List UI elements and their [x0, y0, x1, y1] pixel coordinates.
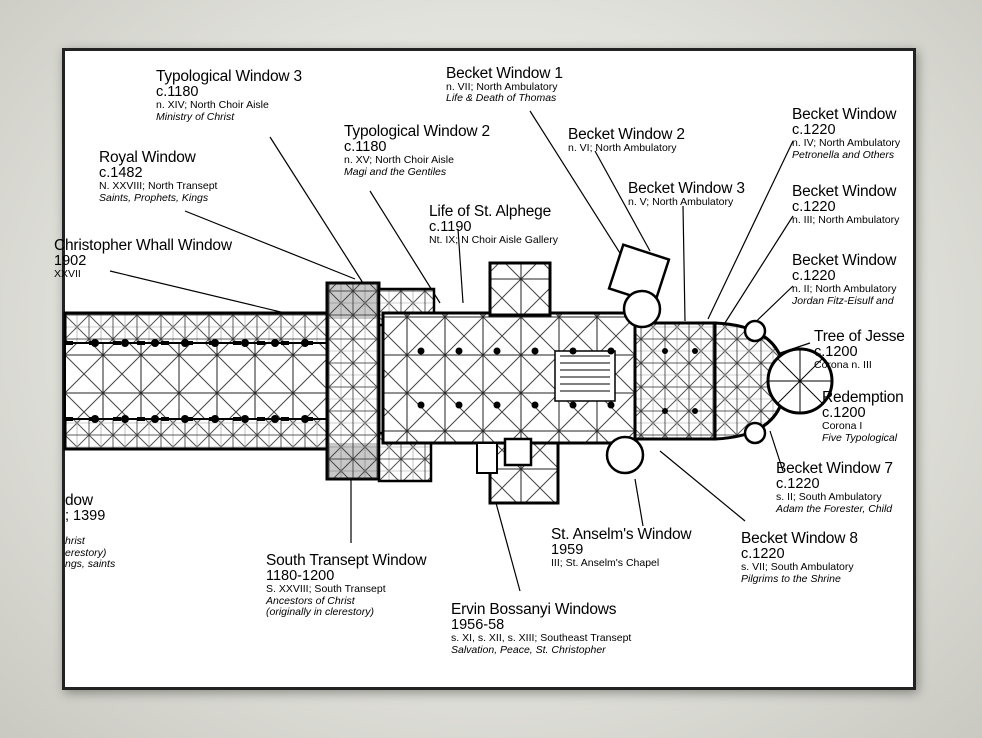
choir [381, 311, 637, 445]
title: Becket Window [792, 106, 897, 123]
date: c.1180 [344, 139, 387, 156]
location: n. III; North Ambulatory [792, 214, 900, 227]
title: Royal Window [99, 149, 196, 166]
subject-line-3: ngs, saints [65, 557, 116, 570]
slide: Typological Window 3 c.1180 n. XIV; Nort… [54, 48, 916, 690]
label-st-anselms-window: St. Anselm's Window 1959 III; St. Anselm… [551, 526, 692, 570]
nave [63, 311, 335, 451]
subject-line-2: erestory) [65, 546, 107, 559]
title: Becket Window [792, 252, 897, 269]
title: Becket Window 1 [446, 65, 563, 82]
title: dow [65, 492, 93, 509]
label-west-window-cropped: dow ; 1399 hrist erestory) ngs, saints [65, 492, 116, 570]
location: XXVII [54, 268, 81, 281]
label-becket-window-3: Becket Window 3 n. V; North Ambulatory [628, 180, 745, 209]
date: ; 1399 [65, 508, 106, 525]
subject: Jordan Fitz-Eisulf and [792, 294, 894, 307]
date: c.1200 [814, 344, 858, 361]
title: Becket Window 7 [776, 460, 893, 477]
title: Tree of Jesse [814, 328, 905, 345]
title: Becket Window 3 [628, 180, 745, 197]
subject: Life & Death of Thomas [446, 92, 557, 105]
date: c.1220 [792, 122, 836, 139]
date: 1902 [54, 253, 87, 270]
chapels [503, 243, 767, 475]
location: n. XIV; North Choir Aisle [156, 99, 269, 112]
location: n. V; North Ambulatory [628, 196, 734, 209]
date: 1180-1200 [266, 568, 335, 585]
title: Typological Window 3 [156, 68, 302, 85]
subject: Petronella and Others [792, 148, 895, 161]
location: S. XXVIII; South Transept [266, 583, 386, 596]
cathedral-floor-plan [63, 110, 834, 592]
label-south-transept-window: South Transept Window 1180-1200 S. XXVII… [266, 552, 427, 618]
location: Corona I [822, 420, 863, 433]
date: c.1180 [156, 84, 199, 101]
label-typological-window-2: Typological Window 2 c.1180 n. XV; North… [344, 123, 490, 178]
title: South Transept Window [266, 552, 427, 569]
location: III; St. Anselm's Chapel [551, 557, 660, 570]
label-becket-window-4: Becket Window c.1220 n. IV; North Ambula… [792, 106, 901, 161]
corona [766, 347, 834, 415]
subject-line-1: hrist [65, 535, 85, 548]
subject: Salvation, Peace, St. Christopher [451, 643, 606, 656]
title: Christopher Whall Window [54, 237, 232, 254]
location: s. VII; South Ambulatory [741, 561, 854, 574]
subject: Ancestors of Christ [266, 594, 355, 607]
date: c.1220 [792, 199, 836, 216]
title: Becket Window 8 [741, 530, 858, 547]
location: N. XXVIII; North Transept [99, 180, 218, 193]
subject-note: (originally in clerestory) [266, 605, 374, 618]
date: c.1220 [792, 268, 836, 285]
label-ervin-bossanyi-windows: Ervin Bossanyi Windows 1956-58 s. XI, s.… [451, 601, 632, 656]
piers [91, 339, 698, 423]
location: n. II; North Ambulatory [792, 283, 897, 296]
label-royal-window: Royal Window c.1482 N. XXVIII; North Tra… [99, 149, 218, 204]
location: n. XV; North Choir Aisle [344, 154, 454, 167]
label-becket-window-7: Becket Window 7 c.1220 s. II; South Ambu… [776, 460, 893, 515]
title: Ervin Bossanyi Windows [451, 601, 617, 618]
trinity-chapel [633, 321, 787, 441]
title: Life of St. Alphege [429, 203, 552, 220]
label-tree-of-jesse: Tree of Jesse c.1200 Corona n. III [814, 328, 905, 372]
date: c.1220 [741, 546, 785, 563]
eastern-transepts [476, 261, 560, 505]
label-life-of-st-alphege: Life of St. Alphege c.1190 Nt. IX; N Cho… [429, 203, 558, 247]
location: n. VI; North Ambulatory [568, 142, 677, 155]
label-becket-window-1: Becket Window 1 n. VII; North Ambulatory… [446, 65, 563, 105]
title: St. Anselm's Window [551, 526, 692, 543]
label-typological-window-3: Typological Window 3 c.1180 n. XIV; Nort… [156, 68, 302, 123]
location: n. IV; North Ambulatory [792, 137, 901, 150]
date: c.1190 [429, 219, 472, 236]
subject: Adam the Forester, Child [776, 502, 893, 515]
date: 1959 [551, 542, 584, 559]
date: c.1482 [99, 165, 143, 182]
label-becket-window-6: Becket Window c.1220 n. II; North Ambula… [792, 252, 897, 307]
title: Typological Window 2 [344, 123, 490, 140]
subject: Pilgrims to the Shrine [741, 572, 841, 585]
subject: Ministry of Christ [156, 110, 235, 123]
label-becket-window-8: Becket Window 8 c.1220 s. VII; South Amb… [741, 530, 858, 585]
label-redemption: Redemption c.1200 Corona I Five Typologi… [822, 389, 904, 444]
date: 1956-58 [451, 617, 505, 634]
subject: Five Typological [822, 431, 898, 444]
label-becket-window-2: Becket Window 2 n. VI; North Ambulatory [568, 126, 685, 155]
title: Becket Window 2 [568, 126, 685, 143]
date: c.1220 [776, 476, 820, 493]
date: c.1200 [822, 405, 866, 422]
location: Corona n. III [814, 359, 872, 372]
subject: Saints, Prophets, Kings [99, 191, 209, 204]
label-christopher-whall-window: Christopher Whall Window 1902 XXVII [54, 237, 232, 281]
label-becket-window-5: Becket Window c.1220 n. III; North Ambul… [792, 183, 900, 227]
location: n. VII; North Ambulatory [446, 81, 558, 94]
title: Becket Window [792, 183, 897, 200]
subject: Magi and the Gentiles [344, 165, 447, 178]
location: Nt. IX; N Choir Aisle Gallery [429, 234, 558, 247]
location: s. XI, s. XII, s. XIII; Southeast Transe… [451, 632, 632, 645]
title: Redemption [822, 389, 904, 406]
location: s. II; South Ambulatory [776, 491, 882, 504]
